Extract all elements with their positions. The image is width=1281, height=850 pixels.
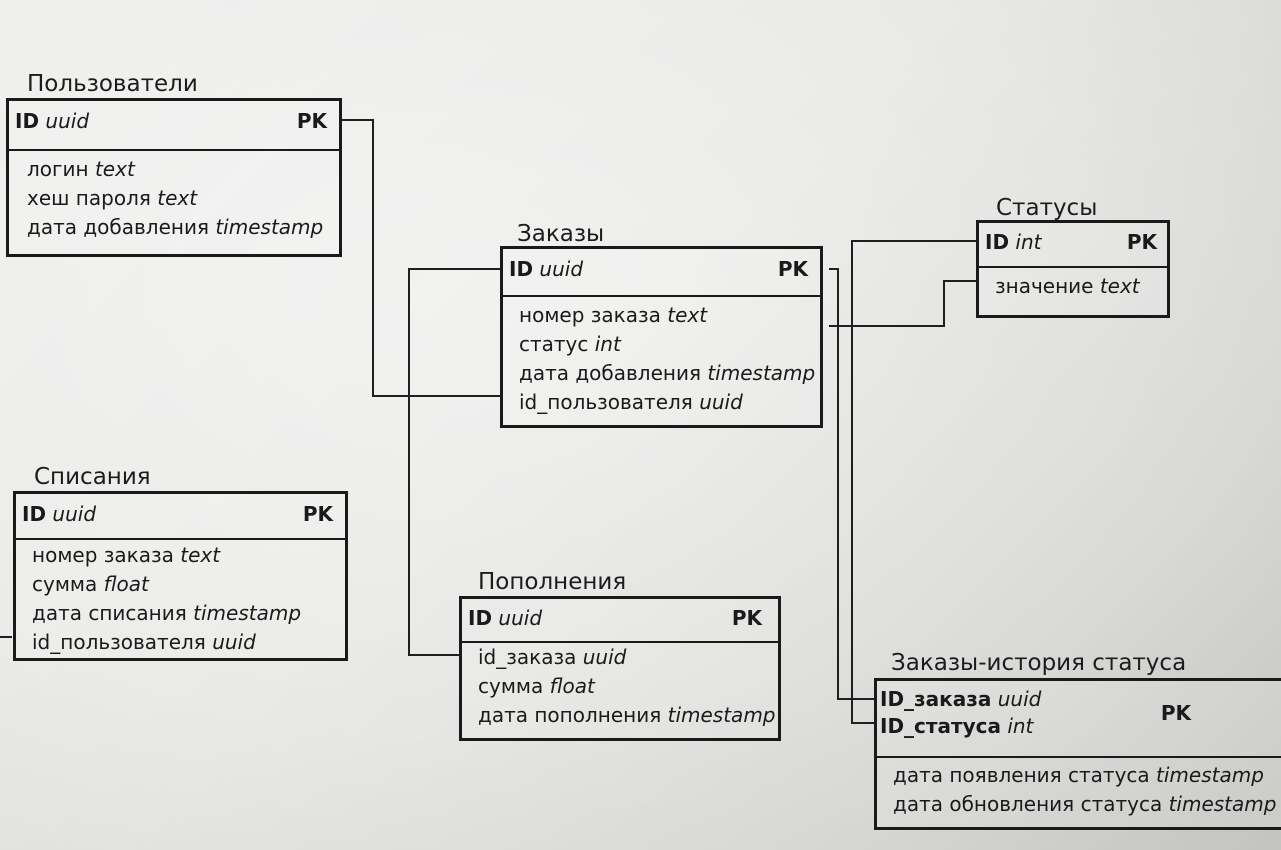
field-row: id_пользователя uuid (519, 390, 743, 414)
pk-type: uuid (52, 502, 97, 526)
pk-row: ID uuid PK (16, 494, 345, 540)
connector-statuses-history (851, 240, 978, 724)
field-row: id_пользователя uuid (32, 630, 256, 654)
pk-type: uuid (498, 606, 543, 630)
field-row: id_заказа uuid (478, 645, 627, 669)
table-title-writeoffs: Списания (34, 464, 151, 490)
field-list: значение text (979, 268, 1167, 301)
field-row: логин text (27, 157, 135, 181)
table-writeoffs: ID uuid PK номер заказа text сумма float… (13, 491, 348, 661)
field-row: номер заказа text (32, 543, 221, 567)
table-title-topups: Пополнения (478, 569, 627, 595)
pk-type: int (1007, 714, 1034, 738)
table-orders: ID uuid PK номер заказа text статус int … (500, 246, 823, 428)
pk-name: ID_статуса (880, 714, 1001, 738)
field-row: сумма float (478, 674, 595, 698)
connector-orders-topups (408, 268, 501, 656)
pk-label: PK (731, 606, 762, 630)
pk-name: ID (985, 230, 1010, 254)
field-row: дата обновления статуса timestamp (893, 792, 1277, 816)
field-row: дата появления статуса timestamp (893, 763, 1264, 787)
field-row: хеш пароля text (27, 186, 198, 210)
field-row: номер заказа text (519, 303, 708, 327)
field-row: статус int (519, 332, 621, 356)
pk-row: ID uuid PK (9, 101, 339, 151)
pk-type: uuid (45, 109, 90, 133)
table-title-users: Пользователи (27, 71, 198, 97)
pk-type: uuid (997, 687, 1042, 711)
pk-label: PK (1126, 230, 1157, 254)
pk-type: int (1015, 230, 1042, 254)
pk-label: PK (1160, 701, 1191, 725)
field-list: логин text хеш пароля text дата добавлен… (9, 151, 339, 242)
pk-row: ID uuid PK (503, 249, 820, 297)
pk-name: ID (22, 502, 47, 526)
table-statuses: ID int PK значение text (976, 220, 1170, 318)
pk-name: ID (15, 109, 40, 133)
table-title-statuses: Статусы (996, 195, 1098, 221)
pk-row: ID_заказа uuid ID_статуса int PK (877, 681, 1281, 758)
table-topups: ID uuid PK id_заказа uuid сумма float да… (459, 596, 781, 741)
field-row: дата добавления timestamp (27, 215, 324, 239)
field-row: дата пополнения timestamp (478, 703, 776, 727)
pk-label: PK (302, 502, 333, 526)
pk-label: PK (296, 109, 327, 133)
connector-users-orders (341, 119, 501, 397)
table-history: ID_заказа uuid ID_статуса int PK дата по… (874, 678, 1281, 830)
connector-orders-statuses (829, 268, 876, 700)
pk-name: ID (468, 606, 493, 630)
field-row: дата добавления timestamp (519, 361, 816, 385)
connector-orders-status-field (829, 280, 978, 327)
pk-type: uuid (539, 257, 584, 281)
pk-label: PK (777, 257, 808, 281)
field-row: значение text (995, 274, 1140, 298)
table-title-history: Заказы-история статуса (891, 650, 1187, 676)
table-title-orders: Заказы (517, 221, 605, 247)
field-list: дата появления статуса timestamp дата об… (877, 758, 1281, 819)
pk-name: ID (509, 257, 534, 281)
pk-row: ID uuid PK (462, 599, 778, 643)
field-list: номер заказа text сумма float дата списа… (16, 540, 345, 657)
field-list: номер заказа text статус int дата добавл… (503, 297, 820, 417)
pk-row: ID int PK (979, 223, 1167, 268)
table-users: ID uuid PK логин text хеш пароля text да… (6, 98, 342, 257)
field-row: сумма float (32, 572, 149, 596)
pk-name: ID_заказа (880, 687, 992, 711)
field-list: id_заказа uuid сумма float дата пополнен… (462, 643, 778, 730)
field-row: дата списания timestamp (32, 601, 302, 625)
